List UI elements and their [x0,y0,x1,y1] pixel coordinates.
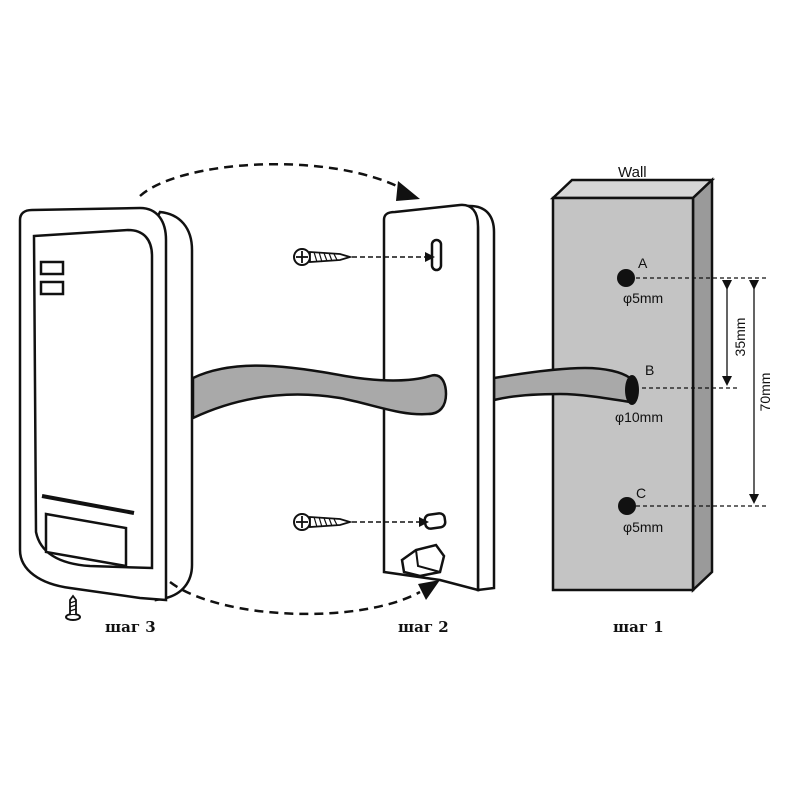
hole-a [617,269,635,287]
screw-bottom-icon [293,513,354,531]
hole-b-opening [625,375,639,405]
step-2-label: шаг 2 [398,618,449,636]
wall-top-face [549,178,716,200]
back-plate-hook [400,543,446,578]
hole-a-letter: A [638,255,648,271]
dimension-35mm-label: 35mm [732,318,748,357]
reader-keypad-window [44,512,128,568]
step-1-label: шаг 1 [613,618,664,636]
reader-panel [32,228,154,570]
step-3-label: шаг 3 [105,618,156,636]
hole-b-diameter: φ10mm [615,409,663,425]
reader-device [18,206,194,602]
reader-indicator-1 [39,260,65,276]
hole-a-diameter: φ5mm [623,290,663,306]
wall-label: Wall [618,164,647,181]
wall-side-face [691,177,714,593]
hole-c [618,497,636,515]
curved-arrow-bottom [169,581,421,616]
hole-c-diameter: φ5mm [623,519,663,535]
screw-small-icon [65,594,81,621]
hole-b-letter: B [645,362,654,378]
dimension-lines [636,277,766,507]
cable-middle [191,364,448,420]
back-plate-slot-bottom [423,512,447,530]
dimension-70mm-label: 70mm [757,373,773,412]
back-plate-slot-top [430,238,443,272]
hole-c-letter: C [636,485,646,501]
curved-arrow-top-head [396,181,420,201]
curved-arrow-top [139,162,406,197]
curved-arrow-bottom-head [418,580,440,600]
reader-indicator-2 [39,280,65,296]
screw-top-icon [293,248,354,266]
reader-divider [41,494,135,515]
